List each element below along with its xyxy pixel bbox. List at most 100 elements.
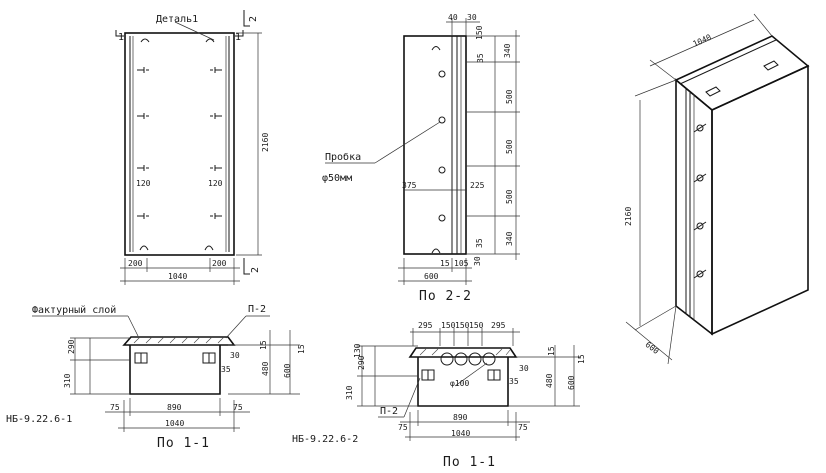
anchor-left-1: [137, 67, 149, 73]
iso-loop-1: [705, 86, 721, 97]
section-mark-1-right: 1: [235, 32, 241, 43]
mark-nb-9-22-6-2: НБ-9.22.6-2: [292, 434, 358, 445]
plug-label: Пробка: [325, 151, 361, 163]
dim-30-2: 30: [519, 364, 529, 373]
front-view: Деталь1 1 1 2 2 120 120 2160 200 200 104…: [115, 10, 270, 285]
dim-height-2160: 2160: [261, 133, 270, 152]
dim-500-a: 500: [505, 89, 514, 104]
anchor-left-4: [137, 213, 149, 219]
dim-15: 15: [440, 259, 450, 268]
dim-30-top: 30: [467, 13, 477, 22]
dim-480-2: 480: [545, 373, 554, 388]
section-mark-2-top: 2: [248, 16, 259, 22]
label-p2: П-2: [248, 304, 266, 315]
dim-310-2: 310: [345, 385, 354, 400]
dim-35-2: 35: [509, 377, 519, 386]
dim-15-far-2: 15: [577, 354, 586, 364]
iso-dim-600: 600: [644, 340, 661, 356]
dim-1040: 1040: [165, 419, 184, 428]
slab-top: [122, 336, 236, 346]
iso-dim-2160: 2160: [624, 207, 633, 226]
anchor-right-3: [210, 165, 222, 171]
duct-2: [454, 352, 468, 366]
dim-75-right: 75: [233, 403, 243, 412]
dim-295-left: 295: [418, 321, 433, 330]
dim-310: 310: [63, 373, 72, 388]
dim-35-top: 35: [476, 53, 485, 63]
plug-4: [438, 214, 446, 222]
anchor-left-3: [137, 165, 149, 171]
dim-130: 130: [353, 343, 362, 358]
dim-1040-2: 1040: [451, 429, 470, 438]
isometric-view: 1040 2160 600: [624, 13, 810, 365]
plug-1: [438, 70, 446, 78]
dim-105: 105: [454, 259, 469, 268]
section-mark-1-left: 1: [118, 32, 124, 43]
dim-30-bottom: 30: [473, 256, 482, 266]
dim-375: 375: [402, 181, 417, 190]
label-detail: Деталь1: [156, 14, 198, 25]
block-body-2: [417, 357, 509, 407]
dim-35: 35: [221, 365, 231, 374]
dim-890: 890: [167, 403, 182, 412]
dim-75-left-2: 75: [398, 423, 408, 432]
duct-4: [482, 352, 496, 366]
dim-75-left: 75: [110, 403, 120, 412]
duct-1: [440, 352, 454, 366]
lift-bottom: [431, 248, 441, 254]
iso-side-face: [675, 78, 713, 336]
dim-15-right-2: 15: [547, 346, 556, 356]
dim-500-c: 500: [505, 189, 514, 204]
dim-15-right: 15: [259, 340, 268, 350]
section-mark-2-bottom: 2: [250, 267, 261, 273]
dim-75-right-2: 75: [518, 423, 528, 432]
dim-600: 600: [283, 363, 292, 378]
label-dia-100: φ100: [450, 379, 469, 388]
plug-2: [438, 116, 446, 124]
front-outline: [124, 32, 235, 256]
section-1-1-right: 295 150 150 150 295 φ100 130 290 310: [292, 321, 586, 470]
dim-290: 290: [67, 339, 76, 354]
dim-500-b: 500: [505, 139, 514, 154]
iso-dim-1040: 1040: [691, 33, 712, 49]
dim-30: 30: [230, 351, 240, 360]
dim-120-right: 120: [208, 179, 223, 188]
dim-15-far: 15: [297, 344, 306, 354]
dim-150-b: 150: [455, 321, 470, 330]
dim-480: 480: [261, 361, 270, 376]
dim-150-a: 150: [441, 321, 456, 330]
anchor-left-2: [137, 113, 149, 119]
anchor-right-1: [210, 67, 222, 73]
dim-40: 40: [448, 13, 458, 22]
iso-loop-2: [763, 60, 779, 71]
anchor-right-4: [210, 213, 222, 219]
caption-section-1-1-right: По 1-1: [443, 455, 496, 470]
anchor-right-2: [210, 113, 222, 119]
mark-nb-9-22-6-1: НБ-9.22.6-1: [6, 414, 72, 425]
dim-340-top: 340: [503, 43, 512, 58]
dim-150-c: 150: [469, 321, 484, 330]
dim-225: 225: [470, 181, 485, 190]
plug-3: [438, 166, 446, 174]
caption-section-1-1-left: По 1-1: [157, 436, 210, 451]
section-1-1-left: Фактурный слой П-2 290 310: [6, 304, 306, 451]
label-p2-2: П-2: [380, 406, 398, 417]
dim-width-1040: 1040: [168, 272, 187, 281]
dim-35-bottom: 35: [475, 238, 484, 248]
dim-200-left: 200: [128, 259, 143, 268]
dim-600: 600: [424, 272, 439, 281]
iso-front-face: [711, 64, 809, 336]
dim-200-right: 200: [212, 259, 227, 268]
plug-diameter: φ50мм: [322, 173, 352, 184]
dim-295-right: 295: [491, 321, 506, 330]
dim-600-2: 600: [567, 375, 576, 390]
duct-3: [468, 352, 482, 366]
dim-890-2: 890: [453, 413, 468, 422]
label-surface-layer: Фактурный слой: [32, 304, 116, 316]
dim-150: 150: [475, 25, 484, 40]
dim-290-2: 290: [357, 355, 366, 370]
caption-section-2-2: По 2-2: [419, 289, 472, 304]
iso-anchors: [693, 123, 707, 279]
side-view: Пробка φ50мм 40 30 150 35 340 500 500 50…: [322, 13, 520, 304]
